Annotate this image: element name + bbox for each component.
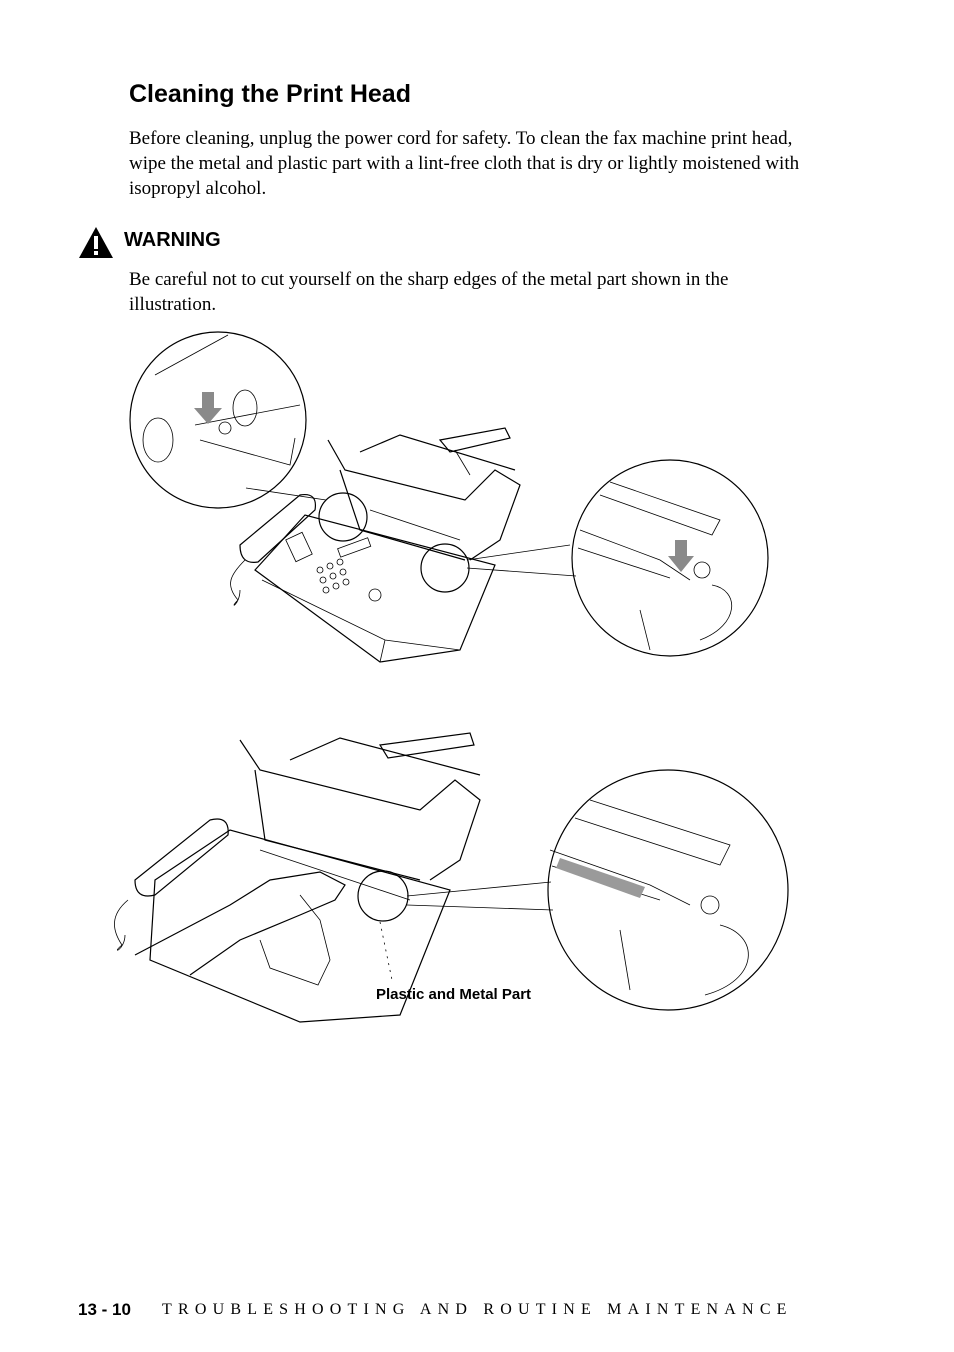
magnified-view-right <box>571 459 769 657</box>
magnified-view-left <box>129 331 307 509</box>
intro-paragraph: Before cleaning, unplug the power cord f… <box>129 128 800 199</box>
warning-text: Be careful not to cut yourself on the sh… <box>129 269 729 315</box>
warning-triangle-icon <box>79 227 113 258</box>
page-heading: Cleaning the Print Head <box>129 80 411 108</box>
plastic-metal-part-callout: Plastic and Metal Part <box>376 986 532 1003</box>
fax-machine-bottom-drawing <box>114 732 554 1023</box>
chapter-title: TROUBLESHOOTING AND ROUTINE MAINTENANCE <box>162 1301 793 1318</box>
page-number: 13 - 10 <box>78 1300 131 1319</box>
magnified-view-bottom <box>547 769 789 1011</box>
fax-machine-top-drawing <box>230 427 577 663</box>
warning-label: WARNING <box>124 229 221 251</box>
